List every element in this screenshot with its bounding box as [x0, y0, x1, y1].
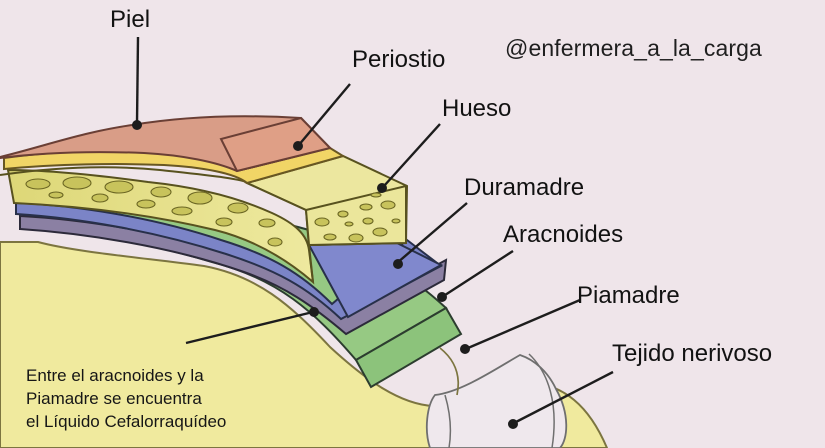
pointer-dot-piamadre: [460, 344, 470, 354]
label-piel: Piel: [110, 6, 151, 33]
dura-mater-layer: [15, 201, 444, 321]
skin-layer: [0, 115, 332, 173]
csf-note-line-3: el Líquido Cefalorraquídeo: [26, 412, 227, 431]
label-piamadre: Piamadre: [577, 282, 680, 309]
csf-note-line-2: Piamadre se encuentra: [26, 389, 202, 408]
label-periostio: Periostio: [352, 46, 446, 73]
brain-tissue-layer: [0, 241, 609, 448]
pointer-dot-hueso: [377, 183, 387, 193]
csf-note: Entre el aracnoides y la Piamadre se enc…: [26, 364, 291, 433]
label-tejido-nervioso: Tejido nerivoso: [612, 340, 773, 367]
bone-layer: [0, 154, 409, 285]
watermark-handle: @enfermera_a_la_carga: [505, 35, 762, 61]
pointer-dot-piel: [132, 120, 142, 130]
pointer-dots: [132, 120, 518, 429]
pointer-dot-aracnoides: [437, 292, 447, 302]
bone-pores: [25, 176, 401, 247]
pointer-dot-tejido: [508, 419, 518, 429]
csf-note-line-1: Entre el aracnoides y la: [26, 366, 204, 385]
label-duramadre: Duramadre: [464, 174, 585, 201]
pointer-dot-periostio: [293, 141, 303, 151]
label-hueso: Hueso: [442, 95, 512, 122]
label-aracnoides: Aracnoides: [503, 221, 624, 248]
pointer-lines: [135, 36, 614, 425]
pointer-dot-duramadre: [393, 259, 403, 269]
pointer-dot-note: [309, 307, 319, 317]
